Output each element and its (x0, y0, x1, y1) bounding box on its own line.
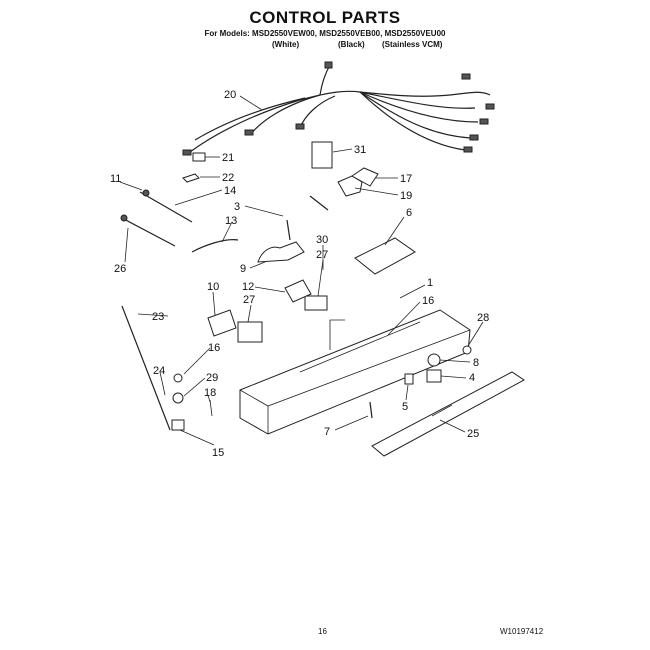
callout-12: 12 (242, 281, 254, 293)
callout-10: 10 (207, 281, 219, 293)
part-14-rod (139, 191, 193, 223)
callout-20: 20 (224, 89, 236, 101)
callout-16-left: 16 (208, 342, 220, 354)
part-13-tube (191, 239, 239, 253)
part-26-rod (121, 217, 176, 247)
callout-27-left: 27 (243, 294, 255, 306)
part-10-bracket (207, 309, 237, 337)
callout-18: 18 (204, 387, 216, 399)
wire-harness (182, 61, 495, 156)
part-31-plate (311, 141, 333, 169)
callout-3: 3 (234, 201, 240, 213)
callout-15: 15 (212, 447, 224, 459)
callout-5: 5 (402, 401, 408, 413)
callout-31: 31 (354, 144, 366, 156)
part-9-bracket (257, 241, 305, 263)
callout-30: 30 (316, 234, 328, 246)
leader-lines (119, 95, 484, 446)
variant-stainless: (Stainless VCM) (382, 40, 443, 49)
callout-21: 21 (222, 152, 234, 164)
part-27-label-left (237, 321, 263, 343)
models-line: For Models: MSD2550VEW00, MSD2550VEB00, … (204, 29, 446, 38)
callout-8: 8 (473, 357, 479, 369)
part-27-label-right (304, 295, 328, 311)
part-8-knob (427, 353, 441, 367)
part-22-screw (182, 173, 200, 183)
page-number: 16 (318, 627, 327, 636)
part-4-switch (426, 369, 442, 383)
part-12-bracket (284, 279, 312, 303)
part-6-control-board (354, 237, 416, 275)
page-title: CONTROL PARTS (249, 8, 401, 27)
part-19-knob (337, 175, 363, 197)
part-23-rod (121, 305, 171, 431)
callout-28: 28 (477, 312, 489, 324)
callout-17: 17 (400, 173, 412, 185)
callout-25: 25 (467, 428, 479, 440)
callout-23: 23 (152, 311, 164, 323)
part-5-clip (404, 373, 414, 385)
part-29-washer (172, 392, 184, 404)
doc-code: W10197412 (500, 627, 544, 636)
part-25-trim (371, 371, 525, 457)
variant-black: (Black) (338, 40, 365, 49)
part-15-bearing (171, 419, 185, 431)
part-11-nut (142, 189, 150, 197)
callout-16-right: 16 (422, 295, 434, 307)
callout-29: 29 (206, 372, 218, 384)
callout-9: 9 (240, 263, 246, 275)
callout-24: 24 (153, 365, 165, 377)
callout-6: 6 (406, 207, 412, 219)
part-21-clip (192, 152, 206, 162)
callout-14: 14 (224, 185, 236, 197)
part-16-screw (173, 373, 183, 383)
callout-22: 22 (222, 172, 234, 184)
callout-11: 11 (110, 173, 121, 185)
callout-13: 13 (225, 215, 237, 227)
callout-19: 19 (400, 190, 412, 202)
callout-7: 7 (324, 426, 330, 438)
part-17-housing (351, 167, 379, 187)
callout-27-right: 27 (316, 249, 328, 261)
callout-26: 26 (114, 263, 126, 275)
callout-1: 1 (427, 277, 433, 289)
variant-white: (White) (272, 40, 300, 49)
part-7-screw (369, 401, 373, 419)
part-28-nut (462, 345, 472, 355)
callout-4: 4 (469, 372, 475, 384)
